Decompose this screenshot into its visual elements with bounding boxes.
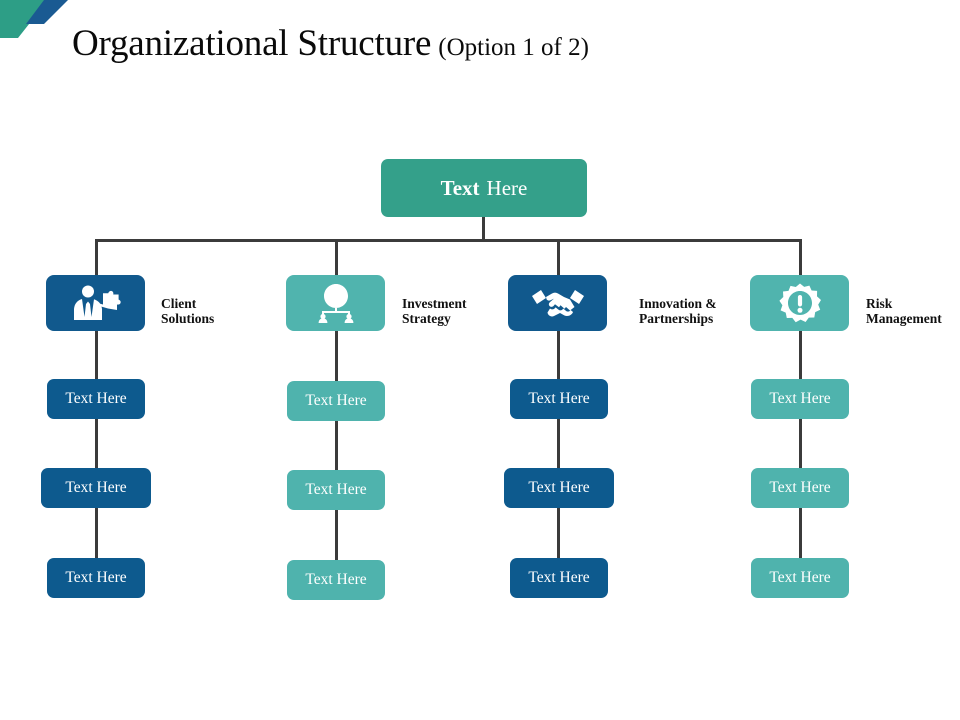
connector-drop-1 [95, 239, 98, 277]
leaf-label: Text Here [305, 481, 367, 498]
branch-icon-tile-client-solutions[interactable] [46, 275, 145, 331]
branch-label-innovation-partnerships: Innovation & Partnerships [639, 296, 717, 326]
connector-spine-1 [95, 330, 98, 580]
leaf-label: Text Here [528, 479, 590, 496]
branch-label-line2: Strategy [402, 311, 451, 326]
connector-drop-4 [799, 239, 802, 277]
connector-spine-3 [557, 330, 560, 580]
leaf-label: Text Here [528, 569, 590, 586]
branch-label-line2: Management [866, 311, 942, 326]
gear-alert-icon [778, 283, 821, 323]
connector-spine-4 [799, 330, 802, 580]
leaf-box-4-2[interactable]: Text Here [751, 468, 849, 508]
leaf-label: Text Here [65, 479, 127, 496]
connector-drop-2 [335, 239, 338, 277]
branch-label-line2: Solutions [161, 311, 215, 326]
connector-horizontal-bus [95, 239, 802, 242]
connector-root-stem [482, 217, 485, 241]
page-title-main: Organizational Structure [72, 23, 432, 64]
page-title-subtitle: (Option 1 of 2) [438, 34, 589, 61]
leaf-label: Text Here [65, 569, 127, 586]
leaf-box-2-1[interactable]: Text Here [287, 381, 385, 421]
person-puzzle-icon [73, 285, 121, 320]
dollar-org-chart-icon [318, 284, 353, 323]
leaf-label: Text Here [65, 390, 127, 407]
branch-label-risk-management: Risk Management [866, 296, 942, 326]
leaf-label: Text Here [528, 390, 590, 407]
leaf-box-1-3[interactable]: Text Here [47, 558, 145, 598]
leaf-box-3-3[interactable]: Text Here [510, 558, 608, 598]
connector-drop-3 [557, 239, 560, 277]
page-title: Organizational Structure(Option 1 of 2) [72, 22, 589, 65]
leaf-label: Text Here [769, 479, 831, 496]
branch-label-line1: Innovation & [639, 296, 717, 311]
branch-label-investment-strategy: Investment Strategy [402, 296, 467, 326]
leaf-label: Text Here [769, 569, 831, 586]
branch-label-line1: Investment [402, 296, 467, 311]
branch-label-client-solutions: Client Solutions [161, 296, 214, 326]
leaf-label: Text Here [305, 571, 367, 588]
branch-label-line1: Risk [866, 296, 893, 311]
leaf-box-1-1[interactable]: Text Here [47, 379, 145, 419]
root-node-label-regular: Here [486, 175, 528, 200]
branch-icon-tile-innovation-partnerships[interactable] [508, 275, 607, 331]
leaf-box-4-1[interactable]: Text Here [751, 379, 849, 419]
branch-icon-tile-risk-management[interactable] [750, 275, 849, 331]
leaf-label: Text Here [305, 392, 367, 409]
leaf-box-1-2[interactable]: Text Here [41, 468, 151, 508]
leaf-label: Text Here [769, 390, 831, 407]
handshake-icon [531, 290, 584, 317]
leaf-box-4-3[interactable]: Text Here [751, 558, 849, 598]
leaf-box-2-3[interactable]: Text Here [287, 560, 385, 600]
teal-parallelogram-shape [0, 0, 48, 38]
leaf-box-3-2[interactable]: Text Here [504, 468, 614, 508]
branch-label-line2: Partnerships [639, 311, 714, 326]
branch-icon-tile-investment-strategy[interactable] [286, 275, 385, 331]
branch-label-line1: Client [161, 296, 197, 311]
root-node-label-bold: Text [440, 175, 480, 200]
connector-spine-2 [335, 330, 338, 582]
leaf-box-3-1[interactable]: Text Here [510, 379, 608, 419]
blue-parallelogram-shape [26, 0, 68, 24]
leaf-box-2-2[interactable]: Text Here [287, 470, 385, 510]
